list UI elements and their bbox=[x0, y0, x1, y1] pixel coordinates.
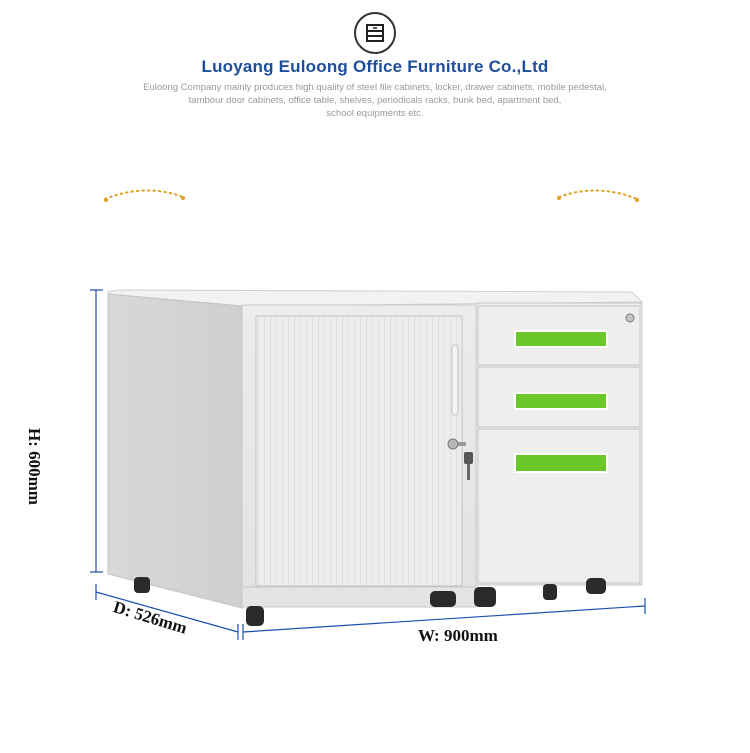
width-dimension-line bbox=[242, 598, 646, 640]
description-line: tambour door cabinets, office table, she… bbox=[188, 95, 562, 106]
tambour-door bbox=[255, 315, 463, 587]
description-line: Euloong Company mainly produces high qua… bbox=[143, 82, 607, 93]
width-label: W: 900mm bbox=[418, 626, 498, 645]
company-logo bbox=[354, 12, 396, 54]
lock-icon bbox=[447, 438, 466, 450]
pedestal-drawer-3 bbox=[477, 428, 641, 584]
height-dimension-line bbox=[90, 289, 103, 573]
company-description: Euloong Company mainly produces high qua… bbox=[115, 81, 635, 120]
decorative-dots-right bbox=[557, 189, 639, 202]
cabinet-side-panel bbox=[107, 293, 243, 609]
drawer-handle-1 bbox=[514, 330, 608, 348]
drawer-handle-2 bbox=[514, 392, 608, 410]
cabinet-logo-icon bbox=[366, 24, 384, 42]
depth-dimension-line bbox=[95, 584, 239, 640]
tambour-handle bbox=[451, 344, 459, 416]
pedestal-lock-icon bbox=[625, 313, 635, 323]
drawer-handle-3 bbox=[514, 453, 608, 473]
description-line: school equipments etc. bbox=[326, 108, 424, 119]
decorative-dots-left bbox=[104, 189, 185, 202]
company-name: Luoyang Euloong Office Furniture Co.,Ltd bbox=[201, 57, 549, 76]
height-label: H: 600mm bbox=[25, 428, 44, 505]
caster-wheels bbox=[134, 577, 606, 626]
key-icon bbox=[464, 452, 473, 480]
